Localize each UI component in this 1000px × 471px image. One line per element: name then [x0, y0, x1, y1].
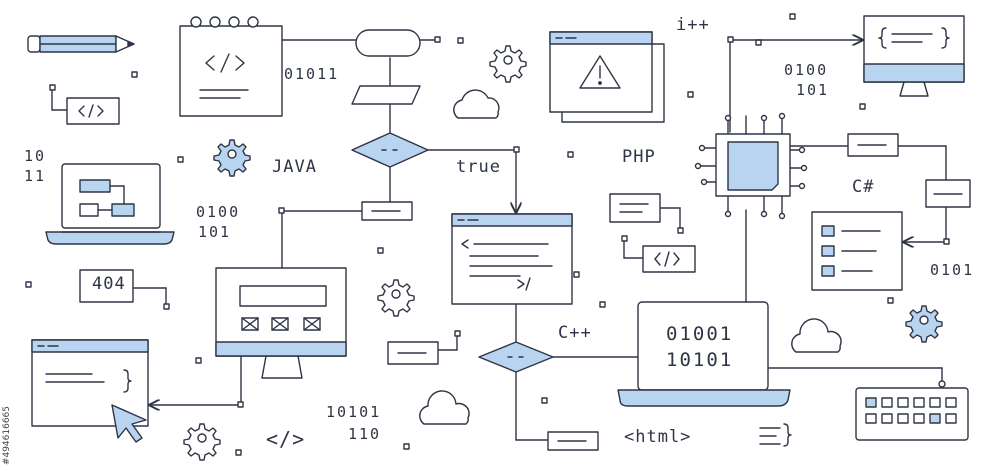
pencil-icon	[27, 35, 135, 53]
gear-icon-mid-left	[377, 279, 415, 317]
error-404-box	[79, 269, 134, 303]
notepad-code-icon	[179, 16, 283, 117]
laptop-binary-line-1: 01001	[666, 323, 734, 345]
binary-0100-left: 0100	[196, 203, 241, 221]
gear-icon-blue-right	[905, 305, 943, 343]
label-box-right-mid	[925, 179, 971, 208]
flowchart-decision-diamond-top	[351, 132, 429, 168]
checklist-window-icon	[811, 211, 903, 291]
label-box-php	[609, 193, 661, 223]
cloud-icon-top	[453, 89, 500, 119]
stock-id-label: #494616665	[2, 405, 12, 465]
code-editor-window-icon	[451, 213, 573, 305]
binary-10101: 10101	[326, 403, 382, 421]
error-404-label: 404	[92, 274, 126, 294]
binary-10: 10	[24, 147, 47, 165]
language-label-csharp: C#	[852, 177, 875, 197]
connector-lines	[51, 40, 947, 441]
laptop-binary-icon	[617, 301, 791, 407]
flowchart-true-label: true	[456, 157, 501, 177]
code-tag-box-icon	[66, 97, 120, 125]
monitor-code-icon	[863, 15, 965, 97]
cloud-icon-bottom	[419, 390, 470, 425]
binary-101-left: 101	[198, 223, 232, 241]
cpu-chip-icon	[694, 112, 808, 220]
laptop-diagram-icon	[45, 163, 175, 245]
warning-window-icon	[549, 31, 665, 123]
label-box-right-top	[847, 133, 899, 157]
increment-label: i++	[676, 15, 710, 35]
flowchart-label-box-mid	[361, 201, 413, 221]
flowchart-start-pill	[355, 29, 421, 57]
gear-icon-blue-left	[213, 139, 251, 177]
label-box-bottom-center	[547, 431, 599, 451]
cloud-icon-right	[791, 318, 842, 353]
laptop-binary-line-2: 10101	[666, 349, 734, 371]
binary-0100-right: 0100	[784, 61, 829, 79]
binary-11: 11	[24, 167, 47, 185]
binary-0101: 0101	[930, 261, 975, 279]
html-tag-label: <html>	[624, 427, 692, 447]
binary-101-right: 101	[796, 81, 830, 99]
code-tag-box-php	[642, 245, 696, 273]
code-tag-large: </>	[266, 427, 306, 451]
monitor-form-icon	[215, 267, 347, 379]
language-label-cpp: C++	[558, 323, 592, 343]
connector-nodes	[49, 36, 950, 408]
gear-icon-top-center	[489, 45, 527, 83]
binary-110: 110	[348, 425, 382, 443]
stock-id-strip: #494616665	[0, 0, 14, 471]
keyboard-icon	[855, 380, 969, 441]
binary-01011: 01011	[284, 65, 340, 83]
language-label-java: JAVA	[272, 157, 317, 177]
flowchart-process-parallelogram	[351, 85, 421, 105]
language-label-php: PHP	[622, 147, 656, 167]
gear-icon-bottom-left	[183, 423, 221, 461]
mouse-cursor-icon	[111, 404, 147, 443]
label-box-center-left	[387, 341, 439, 365]
code-lines-bracket-icon	[759, 423, 792, 447]
flowchart-decision-diamond-bottom	[478, 341, 554, 373]
